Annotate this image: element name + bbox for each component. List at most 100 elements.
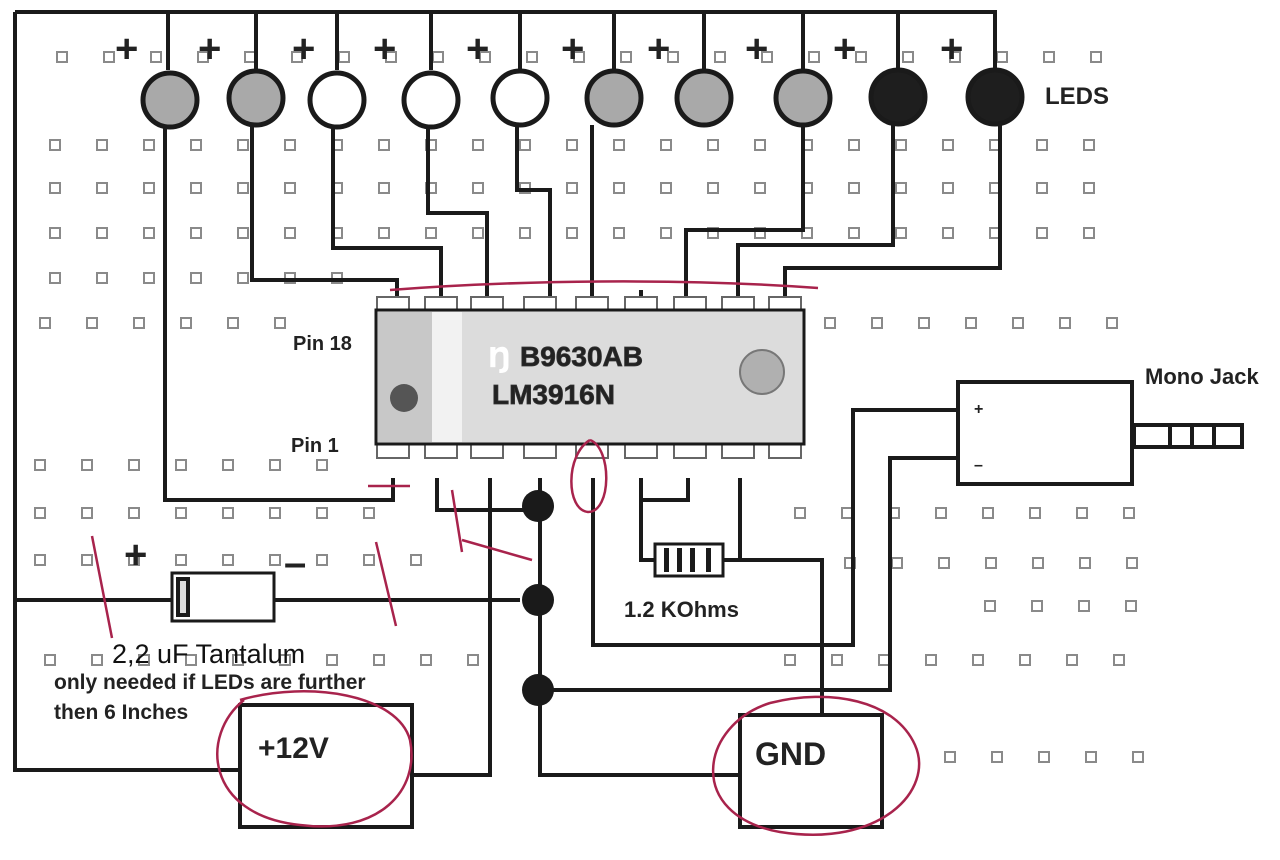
breadboard-hole [378, 182, 390, 194]
led [490, 68, 550, 128]
breadboard-hole [197, 51, 209, 63]
led-plus-sign: + [561, 27, 584, 71]
breadboard-hole [190, 272, 202, 284]
breadboard-hole [944, 751, 956, 763]
breadboard-hole [34, 507, 46, 519]
breadboard-hole [938, 557, 950, 569]
chip-notch-region [378, 312, 432, 442]
breadboard-holes [34, 51, 1144, 763]
breadboard-hole [831, 654, 843, 666]
breadboard-hole [871, 317, 883, 329]
led-plus-sign: + [745, 27, 768, 71]
breadboard-hole [925, 654, 937, 666]
breadboard-hole [1079, 557, 1091, 569]
breadboard-hole [49, 139, 61, 151]
breadboard-hole [363, 507, 375, 519]
breadboard-hole [902, 51, 914, 63]
jack-minus-label: – [974, 457, 983, 474]
breadboard-hole [49, 182, 61, 194]
annotation-pin-circle [570, 438, 608, 514]
breadboard-hole [410, 554, 422, 566]
breadboard-hole [143, 182, 155, 194]
breadboard-hole [1031, 600, 1043, 612]
junction-dot [522, 490, 554, 522]
breadboard-hole [918, 317, 930, 329]
resistor-label: 1.2 KOhms [624, 597, 739, 622]
led-plus-sign: + [373, 27, 396, 71]
breadboard-hole [49, 227, 61, 239]
mono-jack-label: Mono Jack [1145, 364, 1259, 389]
breadboard-hole [1132, 751, 1144, 763]
breadboard-hole [1059, 317, 1071, 329]
breadboard-hole [613, 139, 625, 151]
breadboard-hole [1029, 507, 1041, 519]
breadboard-hole [39, 317, 51, 329]
breadboard-hole [1038, 751, 1050, 763]
breadboard-hole [180, 317, 192, 329]
led-plus-sign: + [292, 27, 315, 71]
breadboard-hole [222, 459, 234, 471]
breadboard-hole [996, 51, 1008, 63]
breadboard-hole [660, 182, 672, 194]
chip-pin1-dot [390, 384, 418, 412]
breadboard-hole [244, 51, 256, 63]
breadboard-hole [378, 227, 390, 239]
breadboard-hole [269, 554, 281, 566]
jack-body [956, 380, 1134, 486]
breadboard-hole [895, 227, 907, 239]
breadboard-hole [284, 227, 296, 239]
breadboard-hole [432, 51, 444, 63]
breadboard-hole [56, 51, 68, 63]
breadboard-hole [133, 317, 145, 329]
breadboard-hole [935, 507, 947, 519]
breadboard-hole [942, 227, 954, 239]
breadboard-hole [991, 751, 1003, 763]
breadboard-hole [1126, 557, 1138, 569]
chip-marker-dot [739, 349, 785, 395]
breadboard-hole [96, 139, 108, 151]
breadboard-hole [190, 139, 202, 151]
junction-dot [522, 584, 554, 616]
breadboard-hole [175, 507, 187, 519]
breadboard-hole [467, 654, 479, 666]
breadboard-hole [1123, 507, 1135, 519]
breadboard-hole [175, 459, 187, 471]
breadboard-hole [1036, 182, 1048, 194]
annotation-gnd-circle [711, 695, 921, 836]
breadboard-hole [378, 139, 390, 151]
jack-plus-label: + [974, 401, 983, 418]
led-plus-signs: ++++++++++ [115, 27, 963, 71]
led-plus-sign: + [466, 27, 489, 71]
breadboard-hole [34, 459, 46, 471]
breadboard-hole [316, 459, 328, 471]
power-12v-terminal: +12V [238, 703, 414, 829]
breadboard-hole [1078, 600, 1090, 612]
breadboard-hole [848, 182, 860, 194]
capacitor-note-line1: only needed if LEDs are further [54, 671, 366, 694]
breadboard-hole [279, 654, 291, 666]
ground-box [738, 713, 884, 829]
leds-label: LEDS [1045, 83, 1109, 110]
led [674, 68, 734, 128]
mono-jack: + – [956, 380, 1244, 486]
breadboard-hole [237, 272, 249, 284]
breadboard-hole [472, 182, 484, 194]
breadboard-hole [1019, 654, 1031, 666]
breadboard-hole [1090, 51, 1102, 63]
capacitor-plus-sign: + [124, 533, 147, 577]
capacitor-label: 2,2 uF Tantalum [112, 639, 305, 669]
ground-label: GND [755, 736, 826, 772]
breadboard-hole [707, 139, 719, 151]
breadboard-hole [660, 139, 672, 151]
led [307, 70, 367, 130]
breadboard-hole [985, 557, 997, 569]
breadboard-hole [895, 182, 907, 194]
led-to-chip-wires [163, 125, 1002, 502]
capacitor-note-line2: then 6 Inches [54, 701, 188, 724]
breadboard-hole [150, 51, 162, 63]
breadboard-hole [761, 51, 773, 63]
breadboard-hole [86, 317, 98, 329]
breadboard-hole [143, 139, 155, 151]
breadboard-hole [972, 654, 984, 666]
